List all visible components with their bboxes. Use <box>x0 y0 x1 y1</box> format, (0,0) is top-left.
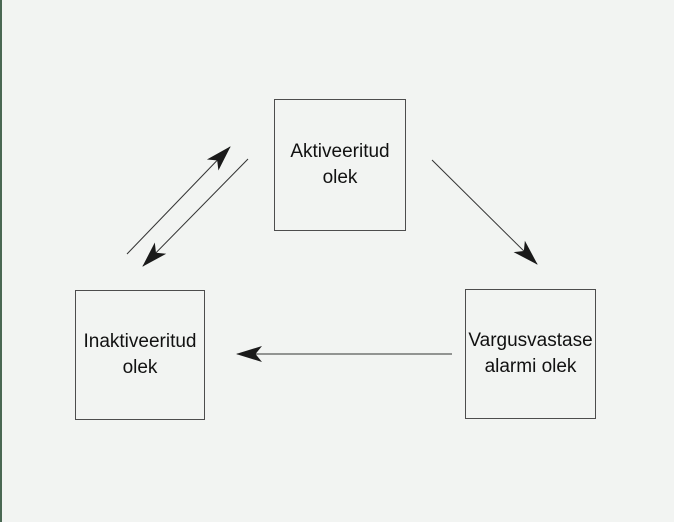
edge-deactivated-to-activated-arrow <box>126 146 231 255</box>
state-node-activated: Aktiveeritud olek <box>274 99 406 231</box>
state-node-label-line: Inaktiveeritud <box>83 331 197 352</box>
edge-activated-to-deactivated-arrow <box>142 158 249 267</box>
left-accent-bar <box>0 0 2 522</box>
state-node-deactivated: Inaktiveeritud olek <box>75 290 205 420</box>
state-node-theft-alarm: Vargusvastase alarmi olek <box>465 289 596 419</box>
edge-activated-to-alarm-arrow <box>431 159 538 265</box>
state-node-label-line: Aktiveeritud <box>290 141 390 162</box>
state-node-label-line: Vargusvastase <box>468 330 593 351</box>
state-node-label-line: alarmi olek <box>484 356 577 377</box>
state-node-label-line: olek <box>322 167 358 188</box>
state-node-label-line: olek <box>122 357 158 378</box>
